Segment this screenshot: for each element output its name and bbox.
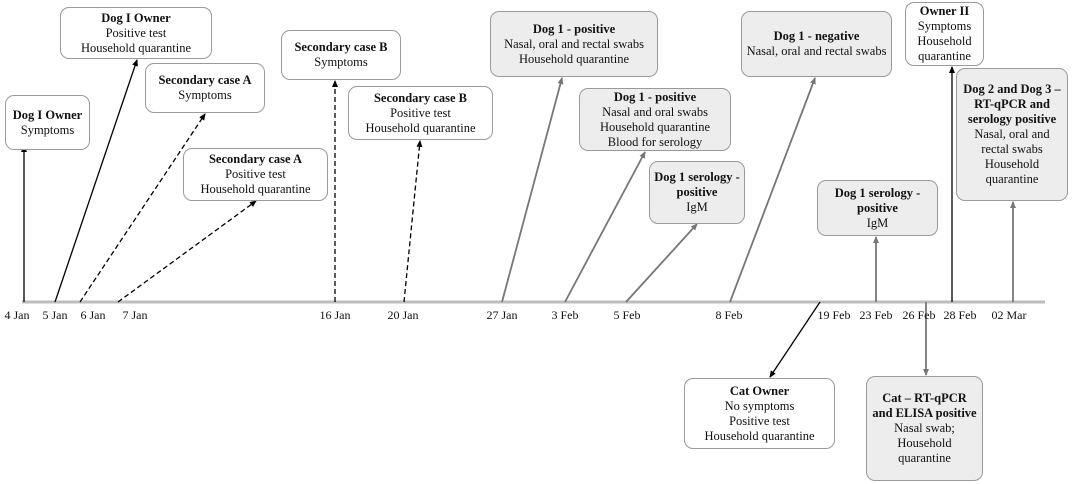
date-label-5-feb: 5 Feb: [613, 308, 641, 322]
event-detail: Nasal, oral and rectal swabs: [974, 127, 1050, 156]
event-title: Dog I Owner: [12, 107, 83, 122]
event-detail: Symptoms: [917, 19, 972, 33]
event-box-cat-positive: Cat – RT-qPCR and ELISA positive Nasal s…: [866, 376, 983, 481]
event-detail: Household quarantine: [365, 120, 476, 135]
event-detail: Household quarantine: [200, 182, 311, 196]
event-title: Dog 1 - negative: [773, 29, 860, 43]
event-detail: Blood for serology: [607, 134, 703, 149]
date-label-02-mar: 02 Mar: [991, 308, 1027, 322]
event-box-dog1-owner-positive: Dog I Owner Positive test Household quar…: [60, 7, 212, 59]
event-detail: Nasal, oral and rectal swabs: [504, 36, 644, 51]
date-label-3-feb: 3 Feb: [551, 308, 579, 322]
arrow-dog1-negative: [729, 77, 816, 303]
event-detail: Household quarantine: [599, 119, 711, 134]
event-box-dog1-serology-feb23: Dog 1 serology - positive IgM: [817, 180, 938, 236]
event-box-dog2-dog3-positive: Dog 2 and Dog 3 – RT-qPCR and serology p…: [956, 68, 1068, 201]
arrow-dog1-owner-positive: [54, 59, 138, 303]
date-label-19-feb: 19 Feb: [817, 308, 851, 322]
event-detail: Household quarantine: [897, 436, 952, 465]
event-detail: Positive test: [390, 105, 451, 120]
event-title: Dog 2 and Dog 3 – RT-qPCR and serology p…: [963, 82, 1061, 126]
date-label-5-jan: 5 Jan: [42, 308, 68, 322]
event-detail: Nasal, oral and rectal swabs: [746, 44, 887, 58]
event-title: Secondary case B: [373, 90, 468, 105]
date-label-8-feb: 8 Feb: [715, 308, 743, 322]
event-title: Dog I Owner: [101, 10, 171, 25]
event-detail: Symptoms: [314, 55, 368, 69]
arrow-dog1-positive-feb3: [564, 151, 646, 303]
event-box-dog1-positive-jan27: Dog 1 - positive Nasal, oral and rectal …: [490, 11, 658, 77]
event-box-secondary-a-symptoms: Secondary case A Symptoms: [145, 63, 265, 113]
event-detail: Positive test: [225, 167, 286, 181]
event-title: Owner II: [919, 4, 970, 18]
arrow-secondary-a-symptoms: [79, 113, 206, 303]
event-detail: Household quarantine: [80, 40, 192, 55]
event-box-dog1-owner-symptoms: Dog I Owner Symptoms: [5, 95, 90, 150]
event-title: Cat – RT-qPCR and ELISA positive: [872, 391, 977, 420]
event-title: Cat Owner: [729, 383, 790, 398]
event-detail: Household quarantine: [984, 157, 1040, 186]
event-detail: Nasal and oral swabs: [602, 104, 708, 119]
event-title: Dog 1 serology - positive: [654, 170, 740, 199]
event-detail: IgM: [866, 215, 889, 230]
event-detail: IgM: [686, 200, 708, 214]
date-label-16-jan: 16 Jan: [319, 308, 351, 322]
date-label-6-jan: 6 Jan: [80, 308, 106, 322]
event-detail: Household quarantine: [917, 34, 972, 63]
event-detail: Household quarantine: [704, 428, 815, 443]
event-detail: Positive test: [729, 413, 790, 428]
date-label-4-jan: 4 Jan: [4, 308, 30, 322]
event-title: Dog 1 - positive: [532, 21, 616, 36]
date-label-7-jan: 7 Jan: [122, 308, 148, 322]
date-label-20-jan: 20 Jan: [387, 308, 419, 322]
date-label-27-jan: 27 Jan: [486, 308, 518, 322]
event-box-secondary-b-positive: Secondary case B Positive test Household…: [348, 86, 493, 140]
date-label-23-feb: 23 Feb: [859, 308, 893, 322]
arrow-cat-owner: [769, 301, 821, 378]
arrow-secondary-a-positive: [117, 200, 257, 303]
date-label-28-feb: 28 Feb: [943, 308, 977, 322]
event-title: Secondary case B: [294, 40, 388, 54]
arrow-dog1-positive-jan27: [501, 77, 564, 303]
event-title: Dog 1 serology - positive: [834, 185, 921, 215]
event-box-dog1-negative: Dog 1 - negative Nasal, oral and rectal …: [741, 11, 892, 77]
event-detail: No symptoms: [724, 398, 795, 413]
event-box-secondary-b-symptoms: Secondary case B Symptoms: [281, 30, 401, 80]
event-detail: Positive test: [105, 25, 167, 40]
event-title: Secondary case A: [158, 73, 252, 87]
event-box-dog1-positive-feb3: Dog 1 - positive Nasal and oral swabs Ho…: [579, 88, 731, 151]
event-title: Secondary case A: [208, 152, 303, 166]
event-detail: Symptoms: [20, 122, 75, 137]
event-box-owner2-symptoms: Owner II Symptoms Household quarantine: [905, 2, 984, 66]
event-detail: Symptoms: [178, 88, 232, 102]
event-box-secondary-a-positive: Secondary case A Positive test Household…: [183, 148, 328, 201]
event-title: Dog 1 - positive: [613, 89, 697, 104]
event-detail: Nasal swab;: [894, 421, 955, 435]
event-box-cat-owner: Cat Owner No symptoms Positive test Hous…: [684, 378, 835, 449]
date-label-26-feb: 26 Feb: [902, 308, 936, 322]
arrow-dog1-serology-feb5: [625, 223, 698, 303]
arrow-secondary-b-positive: [403, 140, 423, 303]
event-box-dog1-serology-feb5: Dog 1 serology - positive IgM: [649, 161, 745, 224]
event-detail: Household quarantine: [518, 51, 630, 66]
